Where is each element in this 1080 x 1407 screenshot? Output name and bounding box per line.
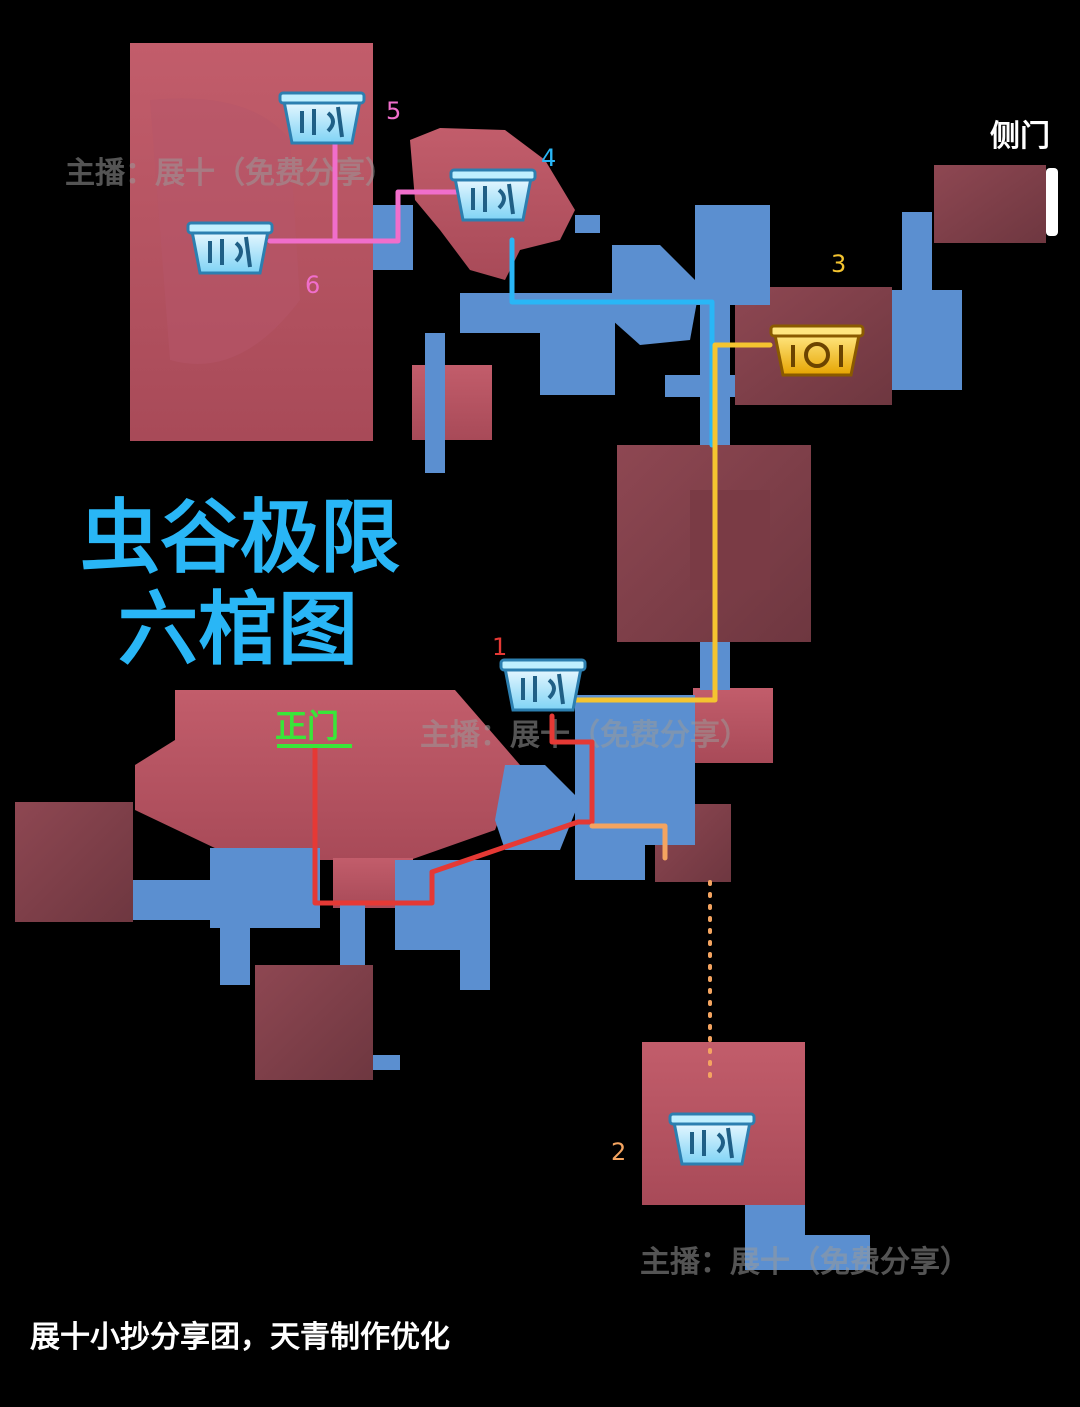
- room-small-west-cross: [412, 365, 492, 440]
- coffin-number-4: 4: [541, 144, 556, 172]
- route-blue: [509, 237, 715, 448]
- watermark: 主播：展十（免费分享）: [640, 1245, 970, 1280]
- coffin-5-icon: [278, 91, 366, 145]
- coffin-1-icon: [499, 658, 587, 712]
- corridor: [373, 1055, 400, 1070]
- corridor: [745, 1205, 805, 1270]
- corridor: [902, 212, 932, 292]
- watermark: 主播：展十（免费分享）: [65, 156, 395, 191]
- corridor: [460, 870, 490, 990]
- coffin-2-icon: [668, 1112, 756, 1166]
- route-orange: [589, 823, 668, 861]
- route-paths: [267, 112, 773, 1087]
- corridor: [540, 300, 615, 395]
- coffin-number-5: 5: [386, 97, 401, 125]
- coffin-number-3: 3: [831, 250, 846, 278]
- coffin-number-6: 6: [305, 271, 320, 299]
- corridor: [575, 215, 600, 233]
- corridor: [695, 205, 770, 305]
- map-title-line1: 虫谷极限: [80, 491, 400, 584]
- map-title-line2: 六棺图: [118, 583, 358, 676]
- route-pink-link: [332, 189, 473, 244]
- corridor: [612, 245, 700, 345]
- coffin-number-2: 2: [611, 1138, 626, 1166]
- room-center-inner: [690, 490, 770, 590]
- room-side-gate: [934, 165, 1046, 243]
- route-red: [312, 713, 595, 906]
- corridor: [133, 880, 218, 920]
- coffin-4-icon: [449, 168, 537, 222]
- route-yellow: [567, 342, 773, 703]
- coffin-3-icon: [769, 324, 865, 377]
- corridor: [373, 205, 413, 270]
- coffin-number-1: 1: [492, 633, 507, 661]
- corridor: [210, 848, 320, 928]
- coffins: [186, 91, 865, 1166]
- room-south-west: [255, 965, 373, 1080]
- watermarks: 主播：展十（免费分享） 主播：展十（免费分享） 主播：展十（免费分享）: [65, 156, 970, 1280]
- corridor: [892, 290, 962, 390]
- side-gate-marker: [1046, 168, 1058, 236]
- corridor: [425, 333, 445, 473]
- watermark: 主播：展十（免费分享）: [420, 718, 750, 753]
- corridor: [800, 1235, 870, 1270]
- main-gate-label: 正门: [275, 707, 339, 745]
- credit-text: 展十小抄分享团，天青制作优化: [30, 1320, 450, 1355]
- corridor: [575, 695, 695, 845]
- side-gate-label: 侧门: [990, 119, 1050, 154]
- room-far-west: [15, 802, 133, 922]
- corridor: [575, 840, 645, 880]
- room-main-hall: [135, 690, 520, 860]
- coffin-6-icon: [186, 221, 274, 275]
- corridor: [340, 905, 365, 965]
- corridor: [220, 925, 250, 985]
- rooms: [15, 43, 1046, 1205]
- coffin-numbers: 1 2 3 4 5 6: [305, 97, 846, 1166]
